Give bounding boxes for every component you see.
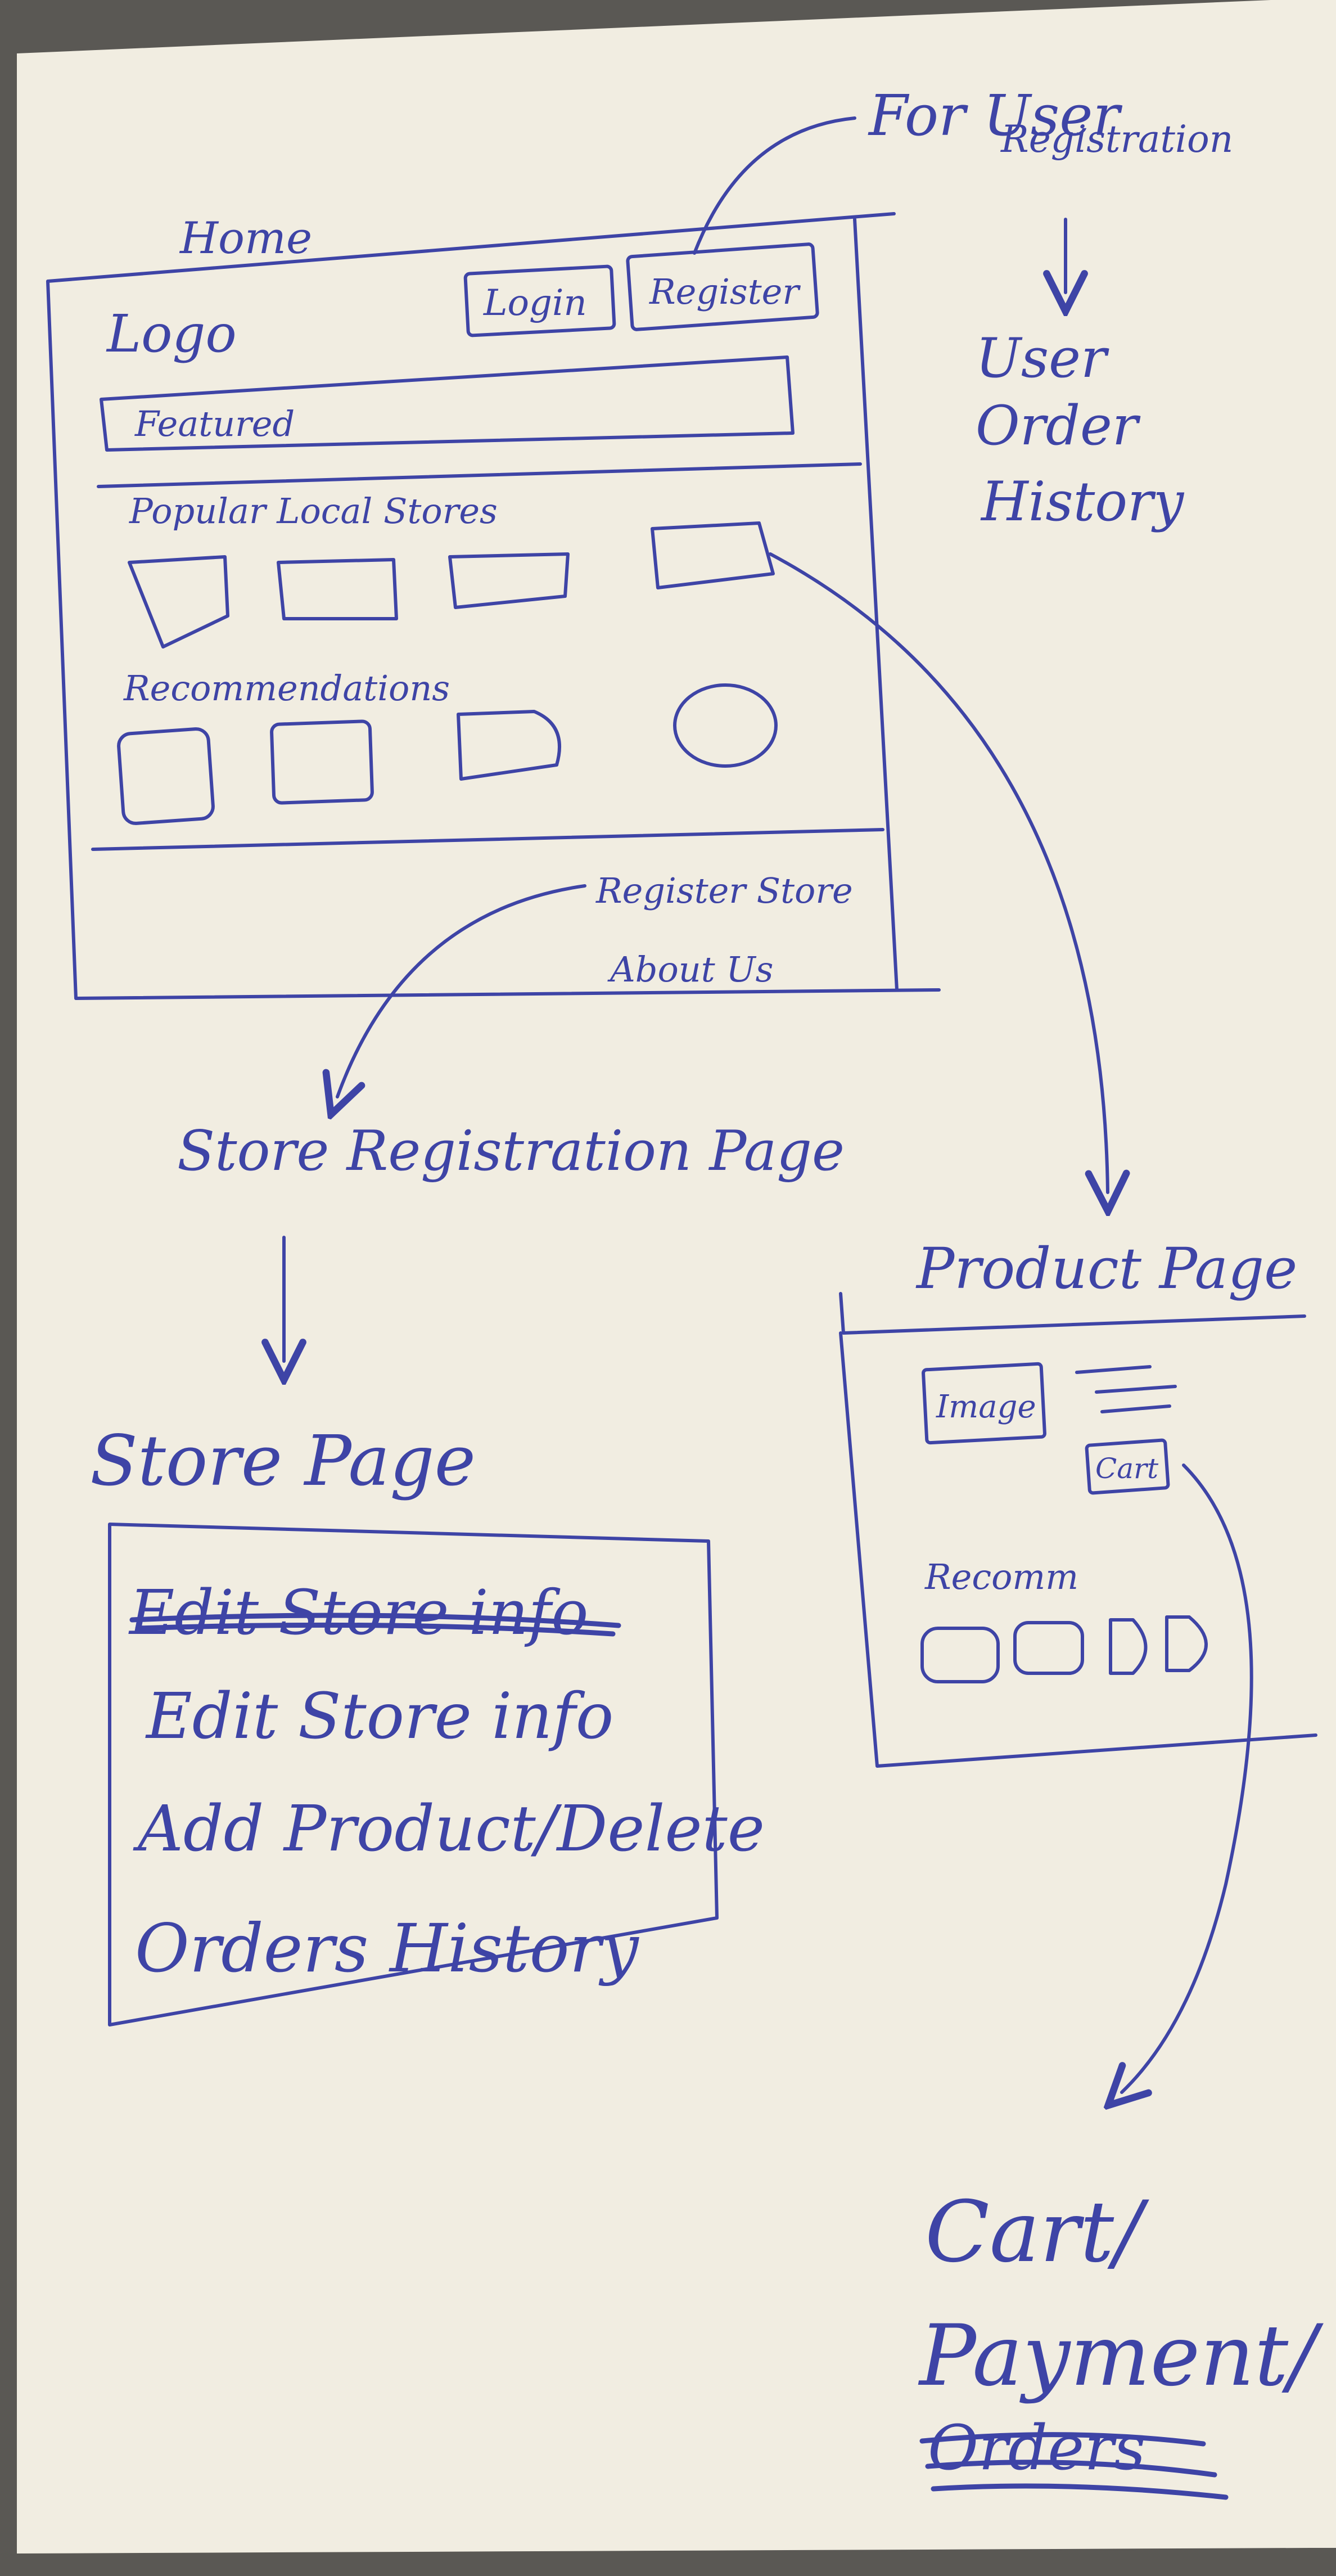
- user-flow-note-line-2: Registration: [1000, 118, 1233, 161]
- home-logo: Logo: [106, 304, 237, 364]
- user-flow-note-line-1: For User: [868, 83, 1122, 148]
- home-login-label: Login: [483, 282, 587, 324]
- checkout-line-cart: Cart/: [925, 2183, 1149, 2281]
- store-page-frame: [108, 1523, 719, 2026]
- user-result-line-3: History: [980, 470, 1185, 533]
- home-featured-banner[interactable]: [100, 355, 795, 452]
- store-card-4[interactable]: [651, 521, 775, 589]
- home-register-button[interactable]: [626, 242, 819, 331]
- store-menu-edit-info[interactable]: Edit Store info: [145, 1680, 613, 1753]
- product-recommendation-card-2[interactable]: [1013, 1621, 1084, 1675]
- store-menu-orders-history[interactable]: Orders History: [135, 1910, 639, 1987]
- store-to-product-arrow: [769, 552, 1108, 1192]
- product-page-frame: [839, 1292, 1317, 1768]
- home-featured-label: Featured: [134, 403, 295, 444]
- home-frame: [46, 212, 941, 1000]
- recommendation-card-3[interactable]: [457, 710, 561, 781]
- product-recommendation-card-1[interactable]: [920, 1627, 1000, 1683]
- home-title: Home: [179, 213, 312, 264]
- product-cart-button[interactable]: [1085, 1438, 1170, 1495]
- store-struck-item: Edit Store info: [128, 1577, 588, 1649]
- cart-to-checkout-arrow: [1122, 1463, 1253, 2092]
- store-card-3[interactable]: [448, 552, 570, 609]
- footer-link-about-us[interactable]: About Us: [607, 949, 773, 990]
- register-store-arrow: [337, 884, 586, 1097]
- product-page-title: Product Page: [915, 1236, 1297, 1301]
- product-recommendation-card-4[interactable]: [1165, 1615, 1208, 1672]
- recommendation-card-4[interactable]: [673, 683, 778, 768]
- home-popular-label: Popular Local Stores: [129, 490, 498, 532]
- checkout-struck-item-strikethrough: [919, 2432, 1229, 2500]
- store-card-1[interactable]: [128, 555, 229, 648]
- store-struck-item-strikethrough: [129, 1613, 621, 1637]
- checkout-line-payment: Payment/: [918, 2307, 1324, 2405]
- product-cart-label: Cart: [1095, 1452, 1159, 1485]
- home-register-label: Register: [649, 271, 801, 312]
- store-card-2[interactable]: [277, 558, 398, 620]
- checkout-struck-item: Orders: [928, 2412, 1145, 2484]
- product-image-box: [922, 1362, 1046, 1445]
- recommendation-card-1[interactable]: [117, 727, 215, 825]
- home-recommendations-label: Recommendations: [123, 668, 450, 709]
- product-recommendation-card-3[interactable]: [1109, 1618, 1148, 1675]
- paper-sheet: [17, 0, 1336, 2554]
- register-connector-line: [693, 116, 856, 255]
- footer-link-register-store[interactable]: Register Store: [595, 870, 853, 911]
- store-menu-add-product[interactable]: Add Product/Delete: [133, 1793, 765, 1866]
- home-divider-bottom: [91, 828, 884, 851]
- product-description-lines: [1075, 1365, 1177, 1413]
- home-login-button[interactable]: [463, 264, 616, 337]
- product-image-label: Image: [936, 1389, 1036, 1425]
- store-page-title: Store Page: [90, 1421, 476, 1502]
- recommendation-card-2[interactable]: [270, 719, 374, 805]
- product-recommendations-label: Recomm: [924, 1556, 1078, 1597]
- store-registration-page-title: Store Registration Page: [177, 1119, 845, 1183]
- user-result-line-2: Order: [976, 394, 1141, 457]
- user-result-line-1: User: [976, 327, 1109, 390]
- home-divider-top: [97, 462, 862, 488]
